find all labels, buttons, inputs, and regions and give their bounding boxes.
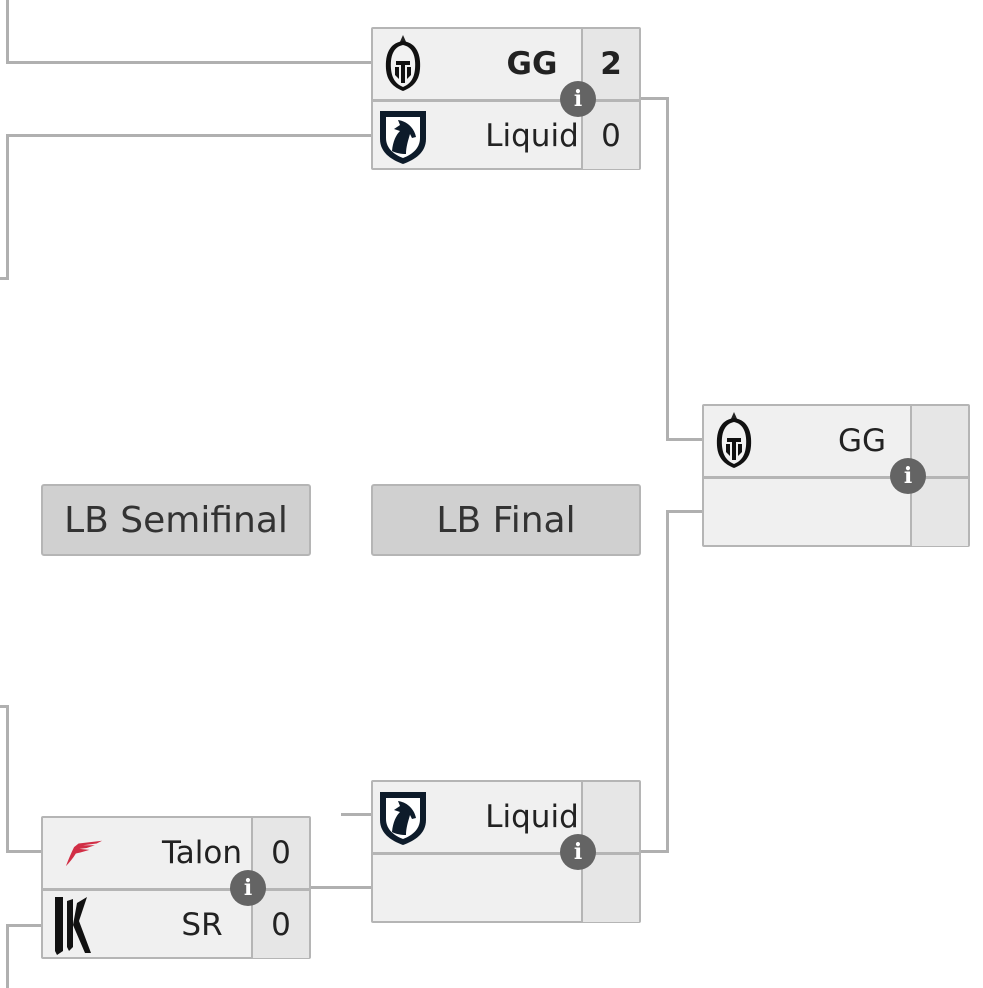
team-slot-sr[interactable]: SR 0: [43, 888, 309, 958]
gg-helmet-icon: [704, 406, 764, 476]
team-name: Liquid: [485, 117, 579, 154]
match-final-gg[interactable]: GG: [702, 404, 970, 547]
team-slot-gg[interactable]: GG: [704, 406, 968, 476]
team-name: SR: [181, 906, 223, 943]
team-slot-talon[interactable]: Talon 0: [43, 818, 309, 888]
team-name: GG: [837, 423, 887, 459]
match-upper-gg-vs-liquid[interactable]: GG 2 Liquid 0: [371, 27, 641, 170]
match-info-icon[interactable]: i: [560, 834, 596, 870]
team-slot-liquid[interactable]: Liquid 0: [373, 99, 639, 169]
match-lb-final-liquid[interactable]: Liquid: [371, 780, 641, 923]
liquid-horse-icon: [373, 782, 433, 852]
match-info-icon[interactable]: i: [890, 458, 926, 494]
match-lb-semifinal-talon-vs-sr[interactable]: Talon 0 SR 0: [41, 816, 311, 959]
team-slot-empty[interactable]: [373, 852, 639, 922]
team-slot-liquid[interactable]: Liquid: [373, 782, 639, 852]
team-name: Talon: [161, 835, 243, 871]
round-header-label: LB Final: [436, 499, 576, 541]
team-score: [910, 479, 968, 546]
team-score: 0: [581, 102, 639, 169]
talon-wing-icon: [43, 818, 103, 888]
team-score: 0: [251, 891, 309, 958]
sr-k-icon: [43, 890, 103, 960]
team-score: [581, 855, 639, 922]
team-slot-gg[interactable]: GG 2: [373, 29, 639, 99]
team-name: GG: [506, 46, 558, 82]
match-info-icon[interactable]: i: [560, 81, 596, 117]
match-info-icon[interactable]: i: [230, 870, 266, 906]
round-header-label: LB Semifinal: [64, 499, 288, 541]
round-header-lb-semifinal: LB Semifinal: [41, 484, 311, 556]
team-slot-empty[interactable]: [704, 476, 968, 546]
gg-helmet-icon: [373, 29, 433, 99]
liquid-horse-icon: [373, 101, 433, 171]
round-header-lb-final: LB Final: [371, 484, 641, 556]
team-name: Liquid: [485, 799, 579, 835]
